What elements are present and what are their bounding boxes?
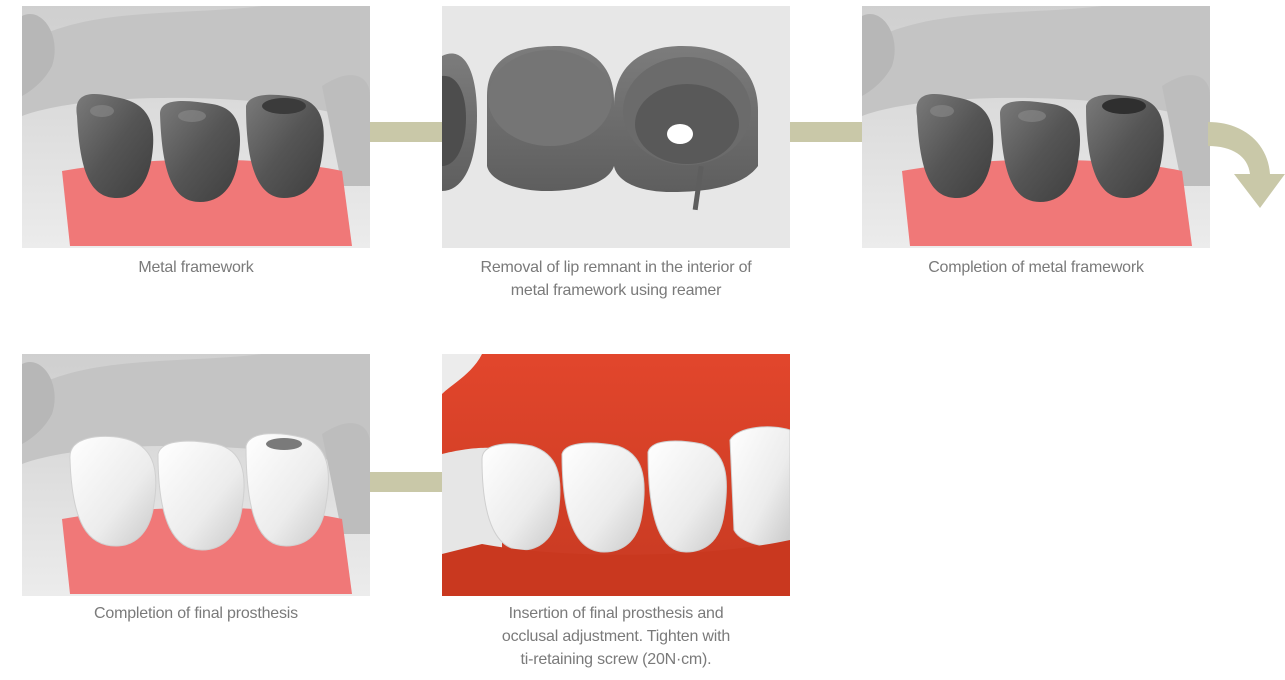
connector-2-3 (790, 122, 862, 142)
caption-completion-metal: Completion of metal framework (862, 256, 1210, 279)
connector-1-2 (370, 122, 442, 142)
caption-insertion: Insertion of final prosthesis and occlus… (442, 602, 790, 671)
connector-4-5 (370, 472, 442, 492)
insertion-image (442, 354, 790, 596)
reamer-removal-image (442, 6, 790, 248)
completion-final-image (22, 354, 370, 596)
caption-lip-removal: Removal of lip remnant in the interior o… (442, 256, 790, 302)
caption-completion-final: Completion of final prosthesis (22, 602, 370, 625)
caption-metal-framework: Metal framework (22, 256, 370, 279)
curved-arrow-down-right-icon (1208, 118, 1285, 212)
metal-framework-image (22, 6, 370, 248)
completion-metal-image (862, 6, 1210, 248)
